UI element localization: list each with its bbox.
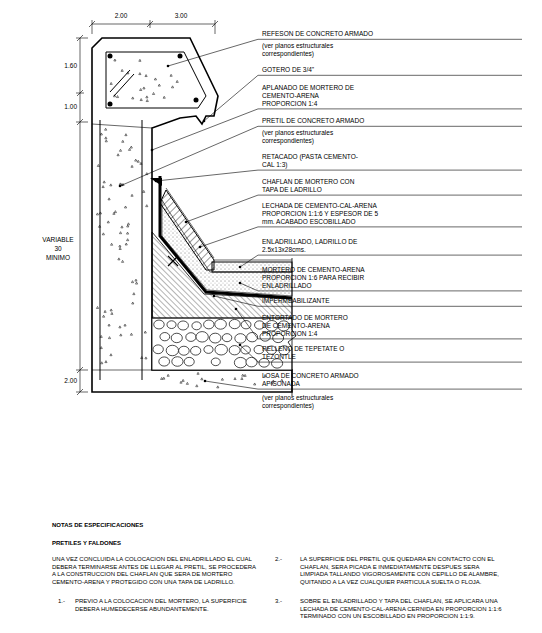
leader-dot	[213, 295, 216, 298]
lechada-line	[166, 188, 214, 258]
note-text: LA SUPERFICIE DEL PRETIL QUE QUEDARA EN …	[300, 556, 505, 586]
note-number: 3.-	[275, 598, 295, 606]
callout: APLANADO DE MORTERO DE CEMENTO-ARENA PRO…	[262, 84, 354, 107]
leader-line	[205, 381, 522, 389]
leader-lines	[119, 39, 522, 389]
note-number: 1.-	[58, 598, 73, 606]
notes-heading: NOTAS DE ESPECIFICACIONES	[52, 522, 252, 530]
dimension: 1.00	[55, 103, 77, 111]
callout: MORTERO DE CEMENTO-ARENA PROPORCION 1:6 …	[262, 266, 386, 289]
retacado	[150, 178, 162, 186]
callout: ENLADRILLADO, LADRILLO DE 2.5x13x28cms.	[262, 238, 372, 254]
leader-dot	[203, 120, 206, 123]
leader-dot	[235, 308, 238, 311]
callout-note: (ver planos estructurales correspondient…	[262, 42, 344, 58]
leader-line	[152, 109, 522, 150]
leader-dot	[151, 149, 154, 152]
leader-line	[168, 39, 522, 66]
dimension: MINIMO	[40, 254, 76, 262]
leader-dot	[239, 282, 242, 285]
note-number: 2.-	[275, 556, 295, 564]
leader-line	[200, 227, 522, 247]
rebar-dots	[108, 54, 199, 107]
dimension: 30	[40, 245, 76, 253]
note-text: UNA VEZ CONCLUIDA LA COLOCACION DEL ENLA…	[52, 556, 257, 586]
dimension: 3.00	[166, 12, 196, 20]
leader-line	[240, 255, 522, 267]
leader-line	[214, 296, 522, 306]
callout: REFESON DE CONCRETO ARMADO	[262, 30, 412, 38]
callout: ENTORTADO DE MORTERO DE CEMENTO-ARENA PR…	[262, 314, 358, 337]
dimension: 1.60	[55, 62, 77, 70]
dimension: VARIABLE	[40, 236, 76, 244]
callout: GOTERO DE 3/4"	[262, 66, 412, 74]
leader-line	[236, 309, 522, 339]
lechada-line	[214, 260, 292, 261]
callout-note: (ver planos estructurales correspondient…	[262, 129, 344, 145]
leader-dot	[155, 180, 158, 183]
callout: LOSA DE CONCRETO ARMADO APISONADA	[262, 372, 366, 388]
note-text: PREVIO A LA COLOCACION DEL MORTERO, LA S…	[75, 598, 257, 613]
leader-dot	[239, 266, 242, 269]
leader-dot	[185, 221, 188, 224]
callout: PRETIL DE CONCRETO ARMADO	[262, 117, 412, 125]
retacado-mark	[168, 256, 178, 266]
cap-joint	[92, 124, 152, 128]
leader-line	[204, 75, 522, 121]
dimension-lines	[76, 20, 218, 395]
leader-dot	[199, 246, 202, 249]
chamfer-brick	[160, 190, 214, 270]
dimension: 2.00	[106, 12, 136, 20]
leader-dot	[119, 185, 122, 188]
callout: RELLENO DE TEPETATE O TEZONTLE	[262, 345, 354, 361]
notes-subheading: PRETILES Y FALDONES	[52, 540, 252, 548]
callout: LECHADA DE CEMENTO-CAL-ARENA PROPORCION …	[262, 202, 384, 225]
note-text: SOBRE EL ENLADRILLADO Y TAPA DEL CHAFLAN…	[300, 598, 505, 621]
callout-note: (ver planos estructurales correspondient…	[262, 394, 344, 410]
leader-line	[240, 345, 522, 362]
callout: RETACADO (PASTA CEMENTO-CAL 1:3)	[262, 153, 362, 169]
callout: CHAFLAN DE MORTERO CON TAPA DE LADRILLO	[262, 178, 356, 194]
leader-dot	[204, 380, 207, 383]
leader-dot	[167, 65, 170, 68]
leader-line	[120, 126, 522, 186]
slab-joint	[92, 370, 152, 371]
callout: IMPERMEABILIZANTE	[262, 297, 412, 305]
leader-dot	[239, 344, 242, 347]
dimension: 2.00	[55, 377, 77, 385]
